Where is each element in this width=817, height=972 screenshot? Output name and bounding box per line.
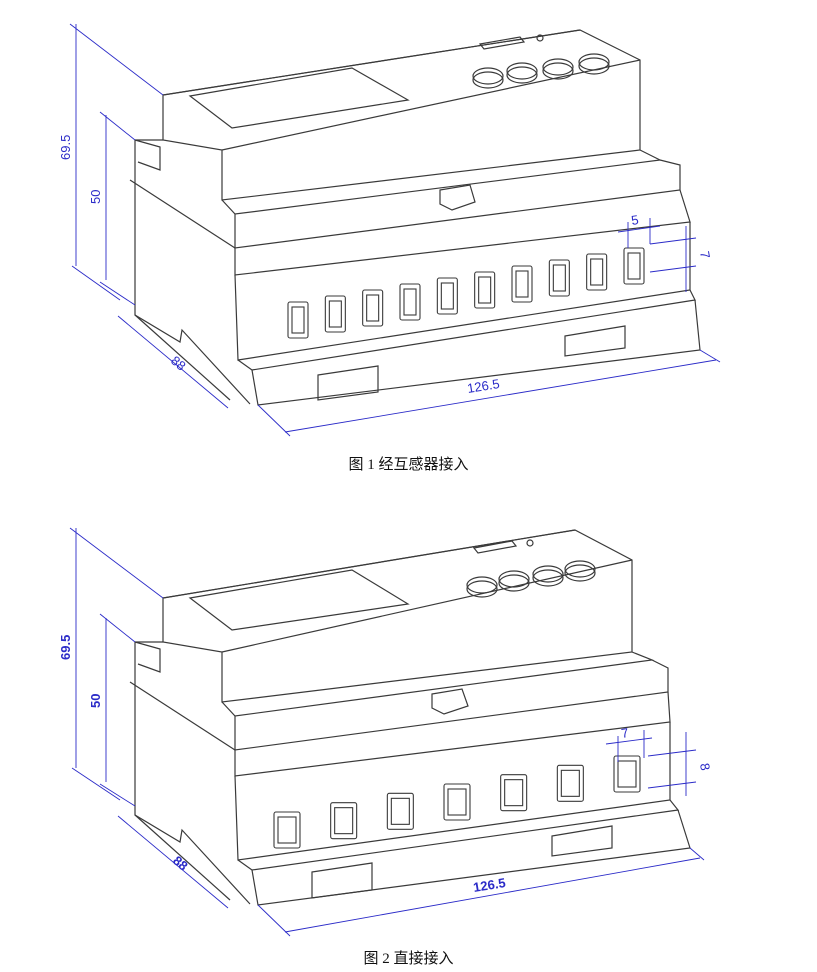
terminal-socket (324, 295, 346, 333)
dim-label-height-body: 50 (88, 694, 103, 708)
terminal-screw (366, 294, 380, 322)
terminal-screw (440, 282, 454, 310)
dim-label-depth: 88 (170, 853, 191, 874)
figure-1-meter-drawing: 69.5 50 88 126.5 5 7 (58, 23, 721, 437)
terminal-socket (386, 792, 414, 830)
terminal-screw (447, 788, 467, 816)
terminal-socket (399, 283, 421, 321)
button-base (578, 57, 610, 75)
figure-1-caption: 图 1 经互感器接入 (348, 457, 469, 473)
dim-label-width: 126.5 (466, 376, 500, 396)
button (466, 576, 498, 594)
button (472, 67, 504, 85)
terminal-socket (623, 247, 645, 285)
figure-2-caption: 图 2 直接接入 (363, 951, 454, 967)
dim-label-height-total: 69.5 (58, 635, 73, 660)
terminal-screw (617, 760, 637, 788)
button (498, 570, 530, 588)
terminal-screw (552, 264, 566, 292)
terminal-socket (613, 755, 641, 793)
control-buttons (466, 560, 596, 598)
dim-label-terminal-height: 7 (697, 250, 713, 260)
terminal-screw (515, 270, 529, 298)
button (532, 565, 564, 583)
dimension-lines (69, 23, 721, 437)
button (578, 53, 610, 71)
terminal-socket (436, 277, 458, 315)
terminal-screw (478, 276, 492, 304)
terminal-socket (287, 301, 309, 339)
terminal-socket (443, 783, 471, 821)
terminal-screw (277, 816, 297, 844)
terminal-screw (560, 769, 580, 797)
dim-label-terminal-width: 7 (620, 725, 629, 741)
terminal-socket (474, 271, 496, 309)
terminal-screw (590, 258, 604, 286)
control-buttons (472, 53, 610, 89)
dim-label-width: 126.5 (472, 875, 506, 895)
dim-label-terminal-height: 8 (697, 762, 713, 772)
terminal-row (287, 247, 645, 339)
terminal-screw (334, 807, 354, 835)
button (506, 62, 538, 80)
button-base (472, 71, 504, 89)
dimension-lines (69, 527, 705, 937)
terminal-socket (548, 259, 570, 297)
terminal-socket (500, 774, 528, 812)
terminal-screw (291, 306, 305, 334)
dim-label-depth: 88 (168, 353, 189, 374)
terminal-row (273, 755, 641, 849)
button-base (466, 580, 498, 598)
button-base (564, 564, 596, 582)
meter-body-outline (129, 29, 701, 406)
terminal-socket (362, 289, 384, 327)
button (564, 560, 596, 578)
terminal-screw (403, 288, 417, 316)
button-base (506, 66, 538, 84)
terminal-screw (390, 797, 410, 825)
dim-label-height-total: 69.5 (58, 135, 73, 160)
terminal-screw (627, 252, 641, 280)
dim-label-terminal-width: 5 (630, 212, 639, 228)
dimension-labels: 69.5 50 88 126.5 7 8 (58, 635, 713, 895)
meter-body-outline (129, 529, 691, 906)
terminal-socket (330, 802, 358, 840)
terminal-socket (511, 265, 533, 303)
terminal-socket (273, 811, 301, 849)
dimension-labels: 69.5 50 88 126.5 5 7 (58, 135, 713, 396)
terminal-socket (556, 764, 584, 802)
terminal-screw (504, 779, 524, 807)
button-base (498, 574, 530, 592)
figure-2-meter-drawing: 69.5 50 88 126.5 7 8 (58, 527, 713, 937)
button (542, 58, 574, 76)
button-base (532, 569, 564, 587)
dim-label-height-body: 50 (88, 190, 103, 204)
button-base (542, 62, 574, 80)
terminal-socket (586, 253, 608, 291)
terminal-screw (328, 300, 342, 328)
